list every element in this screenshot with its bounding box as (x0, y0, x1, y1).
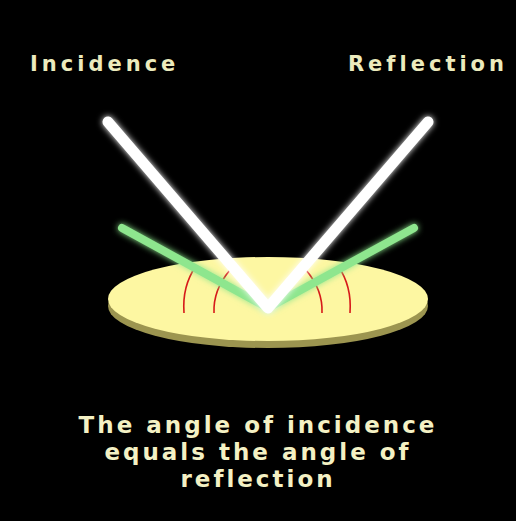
high-angle-ray (108, 122, 428, 308)
caption-text: The angle of incidence equals the angle … (48, 412, 468, 493)
ray-label: Incidence (30, 52, 179, 76)
ray-label: Reflection (348, 52, 508, 76)
low-angle-ray (122, 228, 414, 308)
mirror-disk (108, 257, 428, 341)
